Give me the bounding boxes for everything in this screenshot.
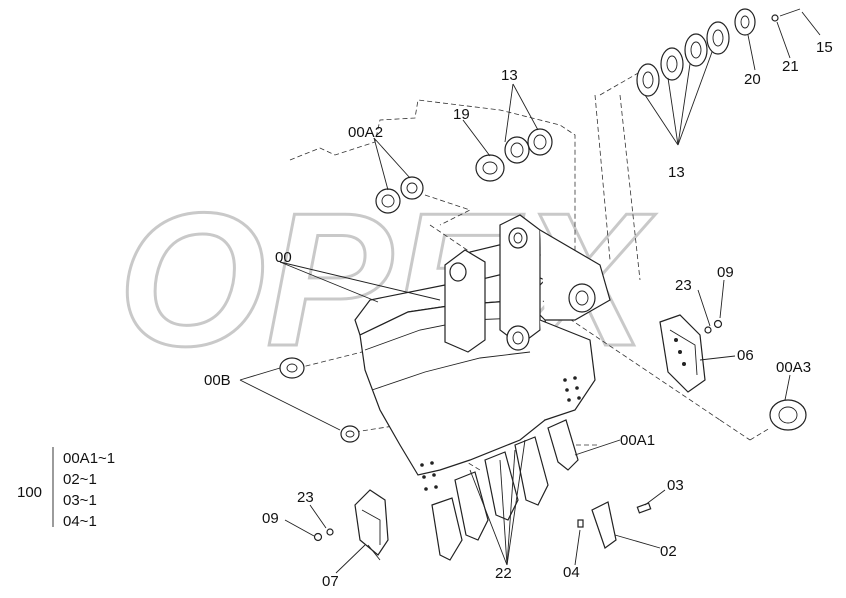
- label-23-right: 23: [675, 277, 692, 294]
- side-cutter-right: [659, 314, 706, 393]
- label-13-top: 13: [501, 67, 518, 84]
- leader-lines: [239, 11, 821, 574]
- side-cutter-left: [354, 489, 389, 561]
- part-labels: 00A2 19 13 13 15 20 21 00 23 09 06 00A3 …: [204, 39, 833, 590]
- label-07: 07: [322, 573, 339, 590]
- label-02: 02: [660, 543, 677, 560]
- label-22: 22: [495, 565, 512, 582]
- label-13-right: 13: [668, 164, 685, 181]
- label-15: 15: [816, 39, 833, 56]
- assembly-item: 03~1: [63, 492, 97, 509]
- bucket-body: [354, 214, 611, 491]
- assembly-note: 100 00A1~1 02~1 03~1 04~1: [17, 447, 115, 530]
- label-03: 03: [667, 477, 684, 494]
- label-00A2: 00A2: [348, 124, 383, 141]
- assembly-item: 04~1: [63, 513, 97, 530]
- label-00A3: 00A3: [776, 359, 811, 376]
- label-00B: 00B: [204, 372, 231, 389]
- hardware-parts: [279, 8, 807, 549]
- assembly-number: 100: [17, 484, 42, 501]
- label-20: 20: [744, 71, 761, 88]
- assembly-item: 00A1~1: [63, 450, 115, 467]
- label-06: 06: [737, 347, 754, 364]
- label-00A1: 00A1: [620, 432, 655, 449]
- label-09-left: 09: [262, 510, 279, 527]
- assembly-item: 02~1: [63, 471, 97, 488]
- label-00: 00: [275, 249, 292, 266]
- label-19: 19: [453, 106, 470, 123]
- label-04: 04: [563, 564, 580, 581]
- label-21: 21: [782, 58, 799, 75]
- label-23-left: 23: [297, 489, 314, 506]
- label-09-right: 09: [717, 264, 734, 281]
